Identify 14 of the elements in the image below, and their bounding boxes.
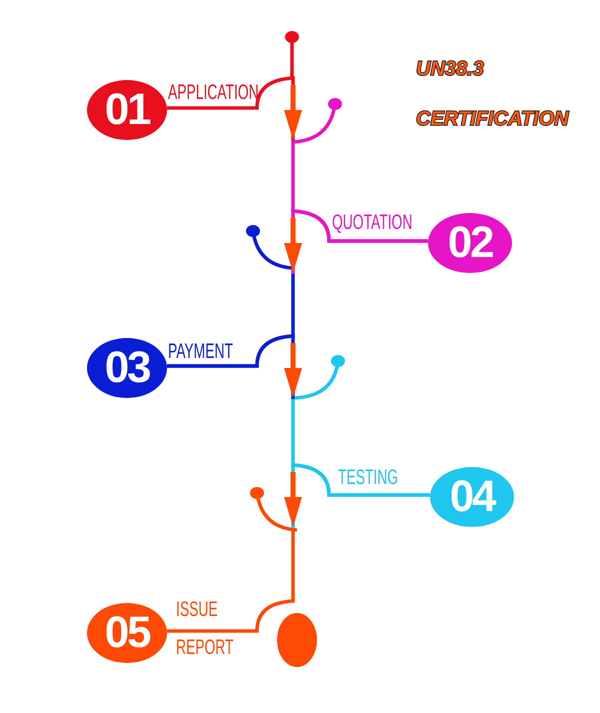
step-label: REPORT	[176, 637, 234, 658]
step-number-badge: 05	[87, 603, 167, 663]
title: UN38.3 CERTIFICATION	[416, 57, 570, 132]
step-label: QUOTATION	[332, 212, 412, 233]
end-ellipse	[277, 613, 317, 667]
step-label: ISSUE	[176, 599, 218, 620]
step-number-badge: 01	[87, 80, 167, 140]
step-number-badge: 04	[430, 467, 514, 527]
step-label: PAYMENT	[168, 341, 233, 362]
step-label: TESTING	[338, 467, 398, 488]
connector-line	[167, 463, 430, 633]
step-number-badge: 02	[428, 213, 512, 273]
step-number-badge: 03	[87, 338, 167, 398]
step-label: APPLICATION	[168, 82, 259, 103]
